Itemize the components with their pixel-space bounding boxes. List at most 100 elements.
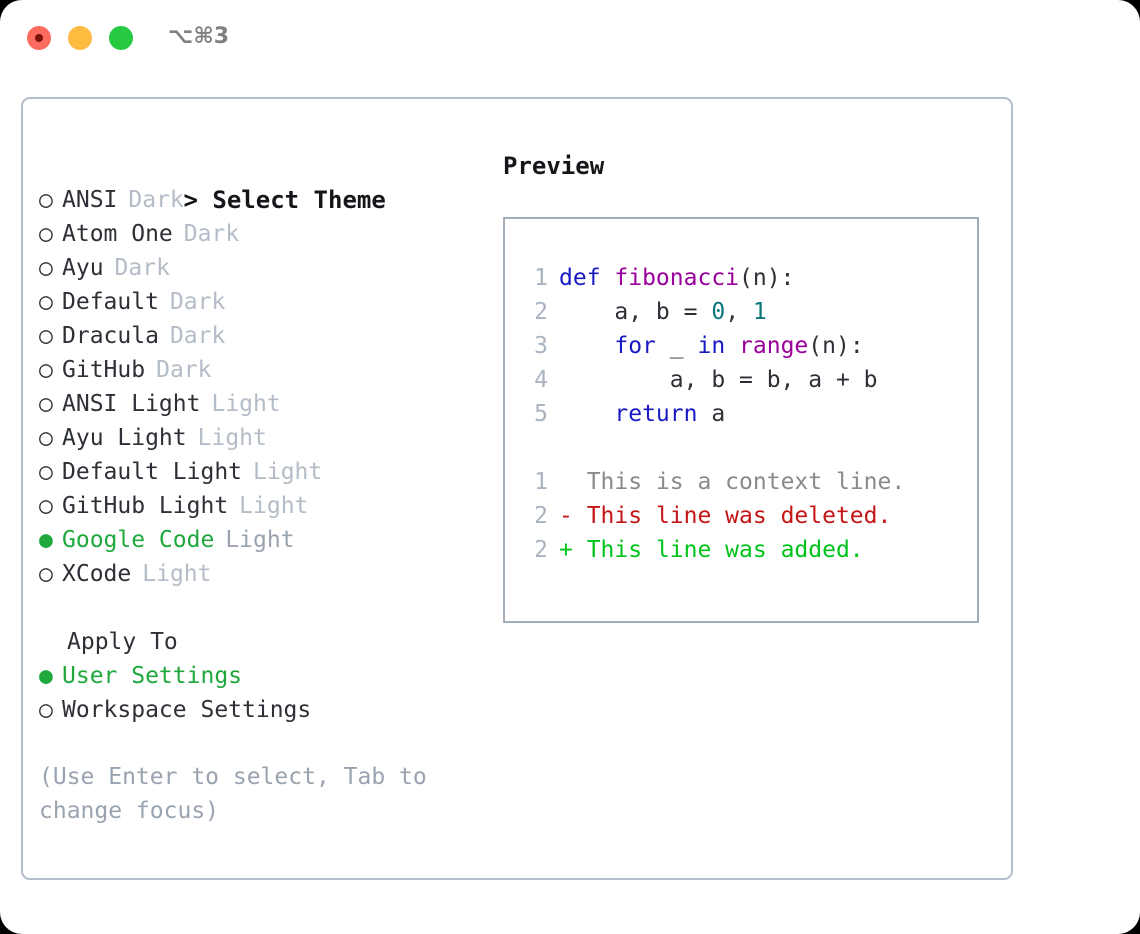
line-number: 2: [534, 299, 548, 325]
theme-option-label: Dracula: [62, 323, 159, 349]
code-token-plain: (n):: [739, 265, 795, 291]
radio-unselected-icon: ○: [39, 289, 53, 315]
theme-option-category: Dark: [183, 221, 240, 247]
traffic-light-group: [27, 26, 133, 50]
theme-option-label: Google Code: [62, 527, 215, 553]
theme-option-label: Atom One: [62, 221, 173, 247]
theme-option-category: Dark: [169, 323, 226, 349]
theme-option-label: XCode: [62, 561, 132, 587]
theme-option-default[interactable]: ○ Default Dark: [39, 285, 489, 319]
radio-unselected-icon: ○: [39, 391, 53, 417]
radio-unselected-icon: ○: [39, 357, 53, 383]
theme-option-label: Default: [62, 289, 159, 315]
code-token-plain: [559, 333, 614, 359]
apply-to-option-label: Workspace Settings: [62, 697, 312, 723]
code-token-plain: (n):: [808, 333, 864, 359]
diff-line-deleted: 2- This line was deleted.: [505, 499, 977, 533]
theme-option-ansi-light[interactable]: ○ ANSI Light Light: [39, 387, 489, 421]
theme-option-category: Light: [197, 425, 267, 451]
radio-unselected-icon: ○: [39, 221, 53, 247]
apply-to-list: ● User Settings ○Workspace Settings: [39, 659, 489, 727]
radio-unselected-icon: ○: [39, 187, 53, 213]
page-title: Select Theme: [212, 186, 386, 214]
theme-option-label: ANSI: [62, 187, 118, 213]
theme-option-label: Default Light: [62, 459, 243, 485]
radio-unselected-icon: ○: [39, 425, 53, 451]
radio-selected-icon: ●: [39, 663, 53, 689]
theme-option-label: Ayu: [62, 255, 104, 281]
code-token-number: 0: [711, 299, 726, 325]
theme-option-xcode[interactable]: ○ XCode Light: [39, 557, 489, 591]
theme-option-github[interactable]: ○ GitHub Dark: [39, 353, 489, 387]
minimize-button[interactable]: [68, 26, 92, 50]
line-number: 3: [534, 333, 548, 359]
diff-text: This line was deleted.: [572, 503, 892, 529]
code-line: 2 a, b = 0, 1: [505, 295, 977, 329]
diff-marker: +: [559, 537, 573, 563]
theme-option-category: Dark: [169, 289, 226, 315]
theme-option-category: Light: [142, 561, 212, 587]
theme-option-ayu-light[interactable]: ○ Ayu Light Light: [39, 421, 489, 455]
radio-unselected-icon: ○: [39, 561, 53, 587]
code-token-number: 1: [752, 299, 767, 325]
theme-option-default-light[interactable]: ○ Default Light Light: [39, 455, 489, 489]
apply-to-heading: Apply To: [67, 629, 178, 655]
line-number: 5: [534, 401, 548, 427]
keyboard-hint-text: (Use Enter to select, Tab to change focu…: [39, 764, 441, 824]
theme-option-category: Light: [239, 493, 309, 519]
line-number: 1: [534, 265, 548, 291]
close-button[interactable]: [27, 26, 51, 50]
theme-option-category: Light: [225, 527, 295, 553]
prompt-caret-icon: >: [183, 186, 198, 214]
radio-unselected-icon: ○: [39, 459, 53, 485]
theme-option-dracula[interactable]: ○ Dracula Dark: [39, 319, 489, 353]
code-token-keyword: in: [697, 333, 726, 359]
diff-line-context: 1 This is a context line.: [505, 465, 977, 499]
theme-option-ansi[interactable]: ○ ANSI Dark: [39, 183, 489, 217]
theme-option-github-light[interactable]: ○ GitHub Light Light: [39, 489, 489, 523]
theme-option-category: Light: [253, 459, 323, 485]
theme-option-label: ANSI Light: [62, 391, 201, 417]
diff-marker: -: [559, 503, 573, 529]
code-line: 4 a, b = b, a + b: [505, 363, 977, 397]
code-token-plain: [725, 333, 739, 359]
keyboard-shortcut-label: ⌥⌘3: [168, 24, 230, 49]
code-token-keyword: return: [614, 401, 698, 427]
line-number: 2: [534, 503, 548, 529]
theme-option-atom-one[interactable]: ○ Atom One Dark: [39, 217, 489, 251]
diff-sample: 1 This is a context line.2- This line wa…: [505, 465, 977, 567]
line-number: 2: [534, 537, 548, 563]
diff-marker: [559, 469, 573, 495]
apply-to-option-label: User Settings: [62, 663, 243, 689]
maximize-button[interactable]: [109, 26, 133, 50]
code-token-keyword: def: [559, 265, 615, 291]
theme-option-label: GitHub: [62, 357, 146, 383]
code-line: 3 for _ in range(n):: [505, 329, 977, 363]
preview-title: Preview: [503, 152, 605, 180]
radio-unselected-icon: ○: [39, 493, 53, 519]
code-token-plain: a, b = b, a + b: [559, 367, 878, 393]
theme-option-category: Light: [211, 391, 281, 417]
code-token-function: fibonacci: [614, 265, 740, 291]
line-number: 1: [534, 469, 548, 495]
code-token-keyword: for: [614, 333, 656, 359]
radio-unselected-icon: ○: [39, 323, 53, 349]
theme-option-label: GitHub Light: [62, 493, 229, 519]
theme-option-category: Dark: [156, 357, 212, 383]
theme-option-category: Dark: [128, 187, 184, 213]
theme-option-label: Ayu Light: [62, 425, 187, 451]
theme-option-category: Dark: [114, 255, 170, 281]
apply-to-option-user-settings[interactable]: ● User Settings: [39, 659, 489, 693]
code-token-plain: _: [655, 333, 698, 359]
line-number: 4: [534, 367, 548, 393]
apply-to-option-workspace-settings[interactable]: ○Workspace Settings: [39, 693, 489, 727]
list-spacer: [39, 591, 489, 625]
diff-text: This is a context line.: [572, 469, 906, 495]
